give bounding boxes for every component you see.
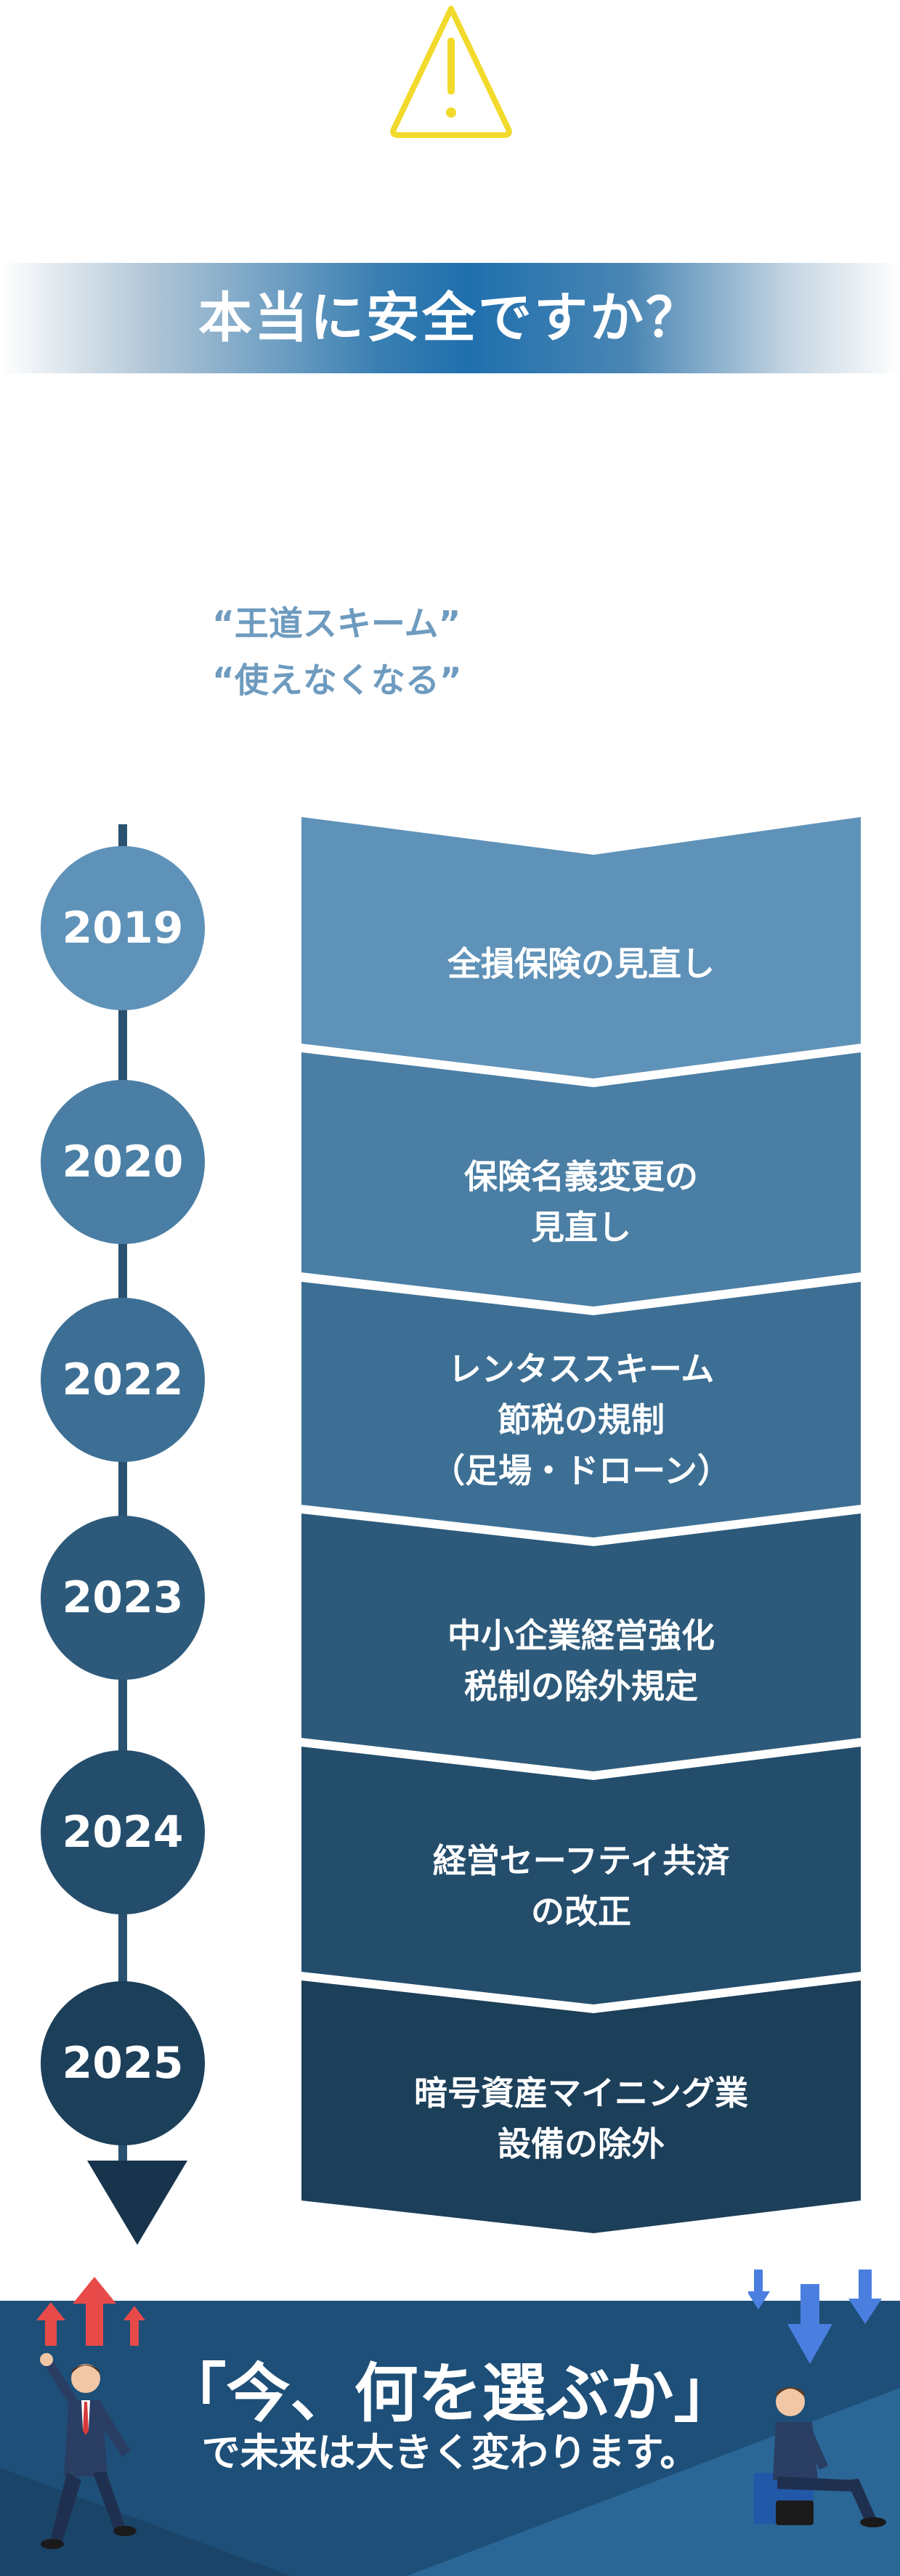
stage-text-2022: レンタススキーム 節税の規制 （足場・ドローン）	[431, 1349, 731, 1490]
up-arrows-icon	[36, 2277, 145, 2346]
stage-text-2019: 全損保険の見直し	[447, 944, 715, 983]
stage-text-2020: 保険名義変更の 見直し	[464, 1157, 698, 1247]
quote-line: “王道スキーム”	[212, 604, 461, 644]
stage-chevron	[301, 1747, 861, 2004]
year-circle-2022: 2022	[41, 1298, 205, 1462]
year-circle-2023: 2023	[41, 1516, 205, 1680]
stage-text-2023: 中小企業経営強化 税制の除外規定	[447, 1616, 715, 1706]
banner-title: 本当に安全ですか？	[198, 287, 702, 349]
year-circle-2019: 2019	[41, 846, 205, 1010]
year-circle-2025: 2025	[41, 1981, 205, 2145]
stage-chevron	[301, 1980, 861, 2233]
stage-text-2025: 暗号資産マイニング業 設備の除外	[414, 2073, 748, 2163]
footer-banner	[0, 2301, 900, 2576]
down-arrows-icon	[748, 2270, 882, 2364]
quote-line: “使えなくなる”	[212, 661, 462, 701]
footer-subtext: で未来は大きく変わります。	[201, 2431, 699, 2475]
stage-chevrons	[301, 817, 861, 2233]
cheering-businessman-icon	[40, 2353, 137, 2549]
year-circle-2024: 2024	[41, 1750, 205, 1914]
stage-chevron	[301, 1052, 861, 1307]
stage-chevron	[301, 1282, 861, 1537]
timeline-line	[118, 824, 127, 2164]
timeline-arrow-icon	[87, 2161, 187, 2245]
stage-chevron	[301, 817, 861, 1078]
stage-chevron	[301, 1513, 861, 1771]
year-circle-2020: 2020	[41, 1080, 205, 1244]
title-banner	[0, 263, 900, 373]
dejected-businessman-icon	[754, 2387, 886, 2527]
warning-icon	[390, 6, 512, 138]
footer-headline: 「今、何を選ぶか」	[162, 2356, 738, 2431]
stage-text-2024: 経営セーフティ共済 の改正	[432, 1841, 730, 1931]
